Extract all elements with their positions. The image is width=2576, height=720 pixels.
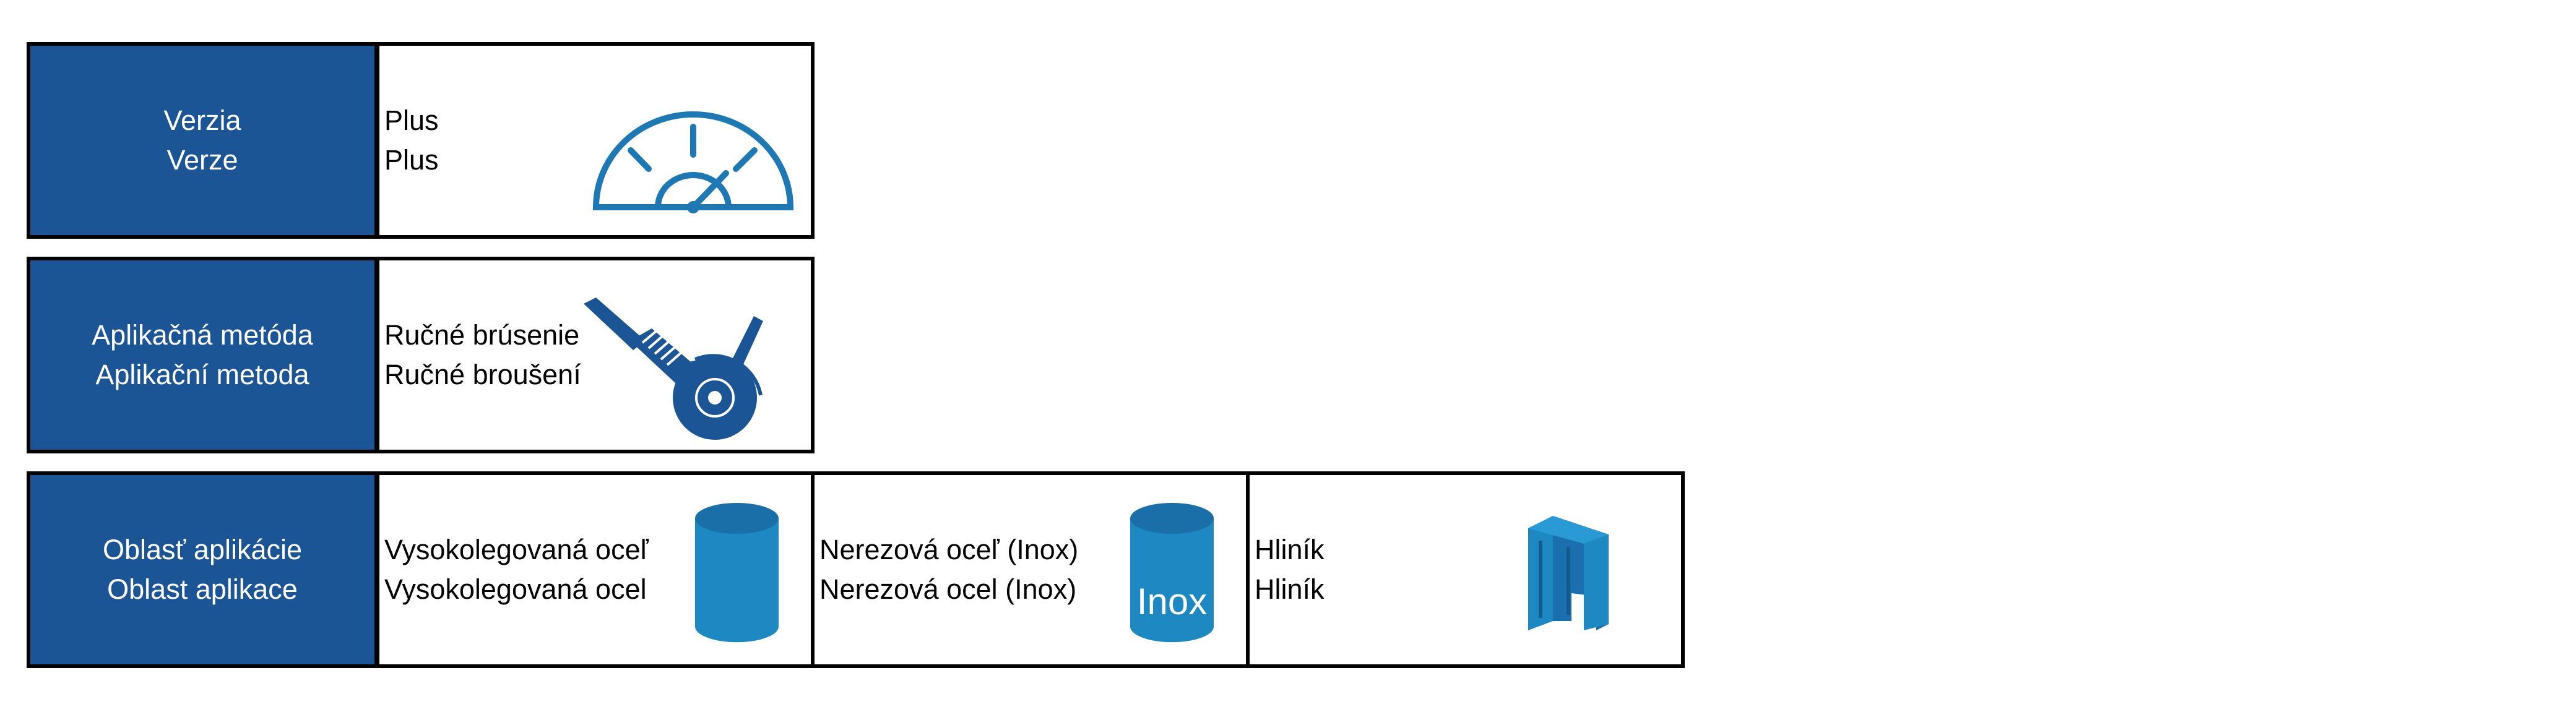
cell-label-sk: Ručné brúsenie xyxy=(384,319,580,351)
header-label-cz: Oblast aplikace xyxy=(107,573,298,605)
cylinder-icon xyxy=(695,503,779,643)
cell-label-cz: Vysokolegovaná ocel xyxy=(384,573,647,605)
inox-label: Inox xyxy=(1136,581,1208,622)
cell-label-sk: Hliník xyxy=(1255,534,1325,565)
row-application-method: Aplikačná metóda Aplikační metoda Ručné … xyxy=(27,257,815,453)
inox-cylinder-icon xyxy=(1130,503,1214,643)
header-label-sk: Aplikačná metóda xyxy=(92,319,313,351)
row-version: Verzia Verze Plus Plus xyxy=(27,42,815,239)
cell-label-cz: Plus xyxy=(384,144,439,176)
cell-label-sk: Vysokolegovaná oceľ xyxy=(384,534,649,565)
cell-label-cz: Nerezová ocel (Inox) xyxy=(819,573,1077,605)
row-header-version: Verzia Verze xyxy=(27,42,379,239)
cell-manual-grinding: Ručné brúsenie Ručné broušení xyxy=(379,257,815,453)
cell-label-cz: Hliník xyxy=(1255,573,1325,605)
header-label-sk: Oblasť aplikácie xyxy=(102,534,303,565)
header-label-cz: Aplikační metoda xyxy=(95,359,309,390)
angle-grinder-icon xyxy=(584,298,763,440)
aluminium-profile-icon xyxy=(1528,516,1609,630)
cell-label-sk: Plus xyxy=(384,105,439,136)
row-header-application-method: Aplikačná metóda Aplikační metoda xyxy=(27,257,379,453)
row-header-application-area: Oblasť aplikácie Oblast aplikace xyxy=(27,471,379,668)
cell-label-cz: Ručné broušení xyxy=(384,359,581,390)
cell-stainless-steel: Nerezová oceľ (Inox) Nerezová ocel (Inox… xyxy=(815,471,1250,668)
row-application-area: Oblasť aplikácie Oblast aplikace Vysokol… xyxy=(27,471,1685,668)
cell-version-plus: Plus Plus xyxy=(379,42,815,239)
cell-high-alloy-steel: Vysokolegovaná oceľ Vysokolegovaná ocel xyxy=(379,471,815,668)
cell-label-sk: Nerezová oceľ (Inox) xyxy=(819,534,1079,565)
gauge-icon xyxy=(592,111,794,213)
cell-aluminium: Hliník Hliník xyxy=(1250,471,1685,668)
header-label-sk: Verzia xyxy=(163,105,241,136)
header-label-cz: Verze xyxy=(166,144,238,176)
